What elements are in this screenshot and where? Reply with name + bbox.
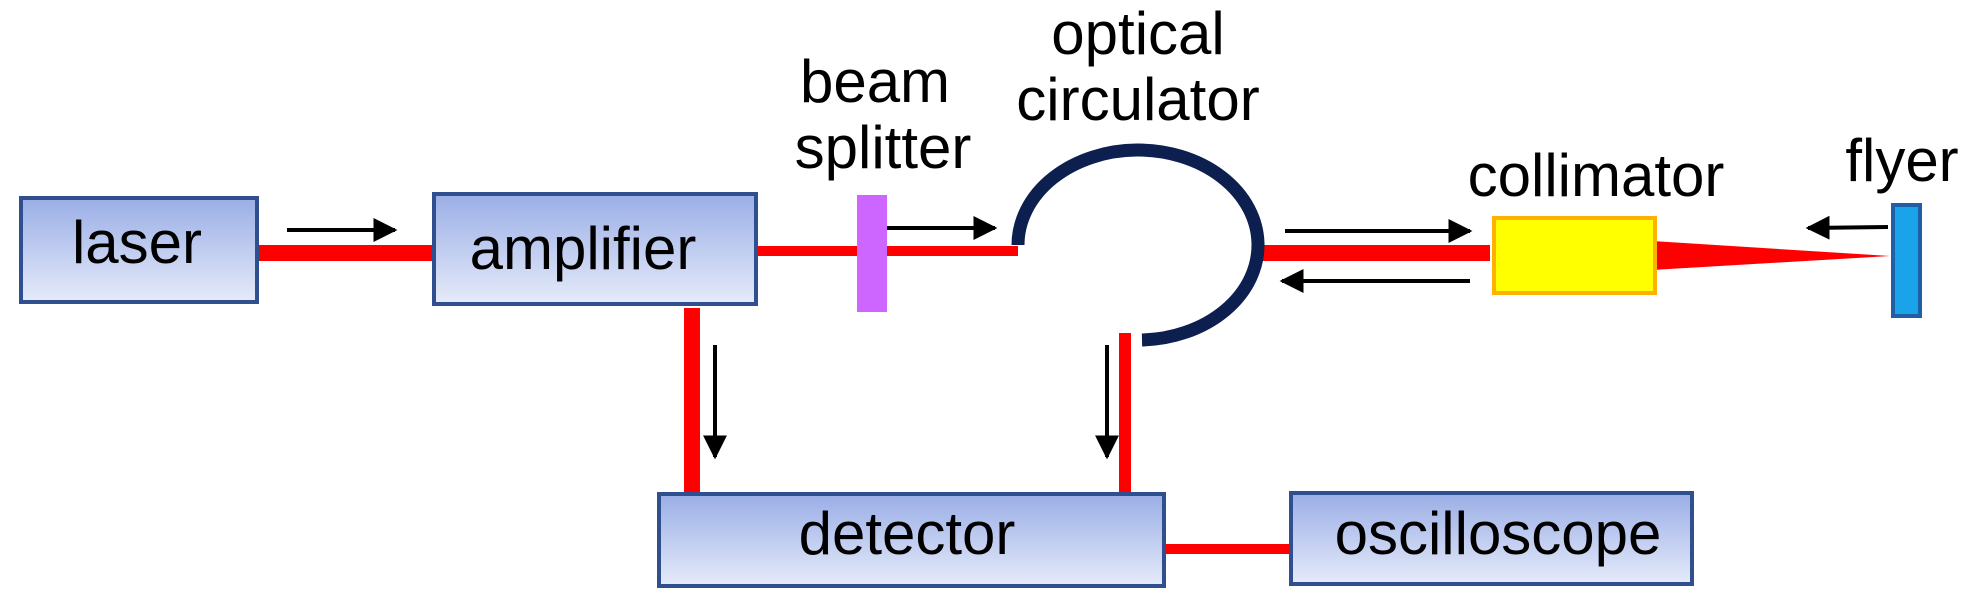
collimator [1492,216,1657,295]
amplifier-label: amplifier [470,215,697,282]
flyer [1891,203,1922,318]
beam-collimator-to-flyer [1652,241,1890,270]
beam-splitter-label-line2: splitter [795,114,972,181]
arrow-flyer-reflection [1805,215,1889,240]
laser-label: laser [72,209,202,276]
laser-box: laser [19,196,259,304]
oscilloscope-label: oscilloscope [1335,500,1662,567]
amplifier-box: amplifier [432,192,758,306]
oscilloscope-box: oscilloscope [1289,491,1694,586]
optical-circulator [1011,143,1265,347]
beam-splitter-label-line1: beam [800,48,950,115]
collimator-label: collimator [1468,142,1725,209]
beam-splitter [857,195,887,312]
flyer-label: flyer [1845,127,1958,194]
detector-label: detector [799,500,1016,567]
optical-circulator-label-line1: optical [1051,0,1224,67]
detector-box: detector [657,492,1166,588]
optical-circulator-label-line2: circulator [1016,66,1259,133]
